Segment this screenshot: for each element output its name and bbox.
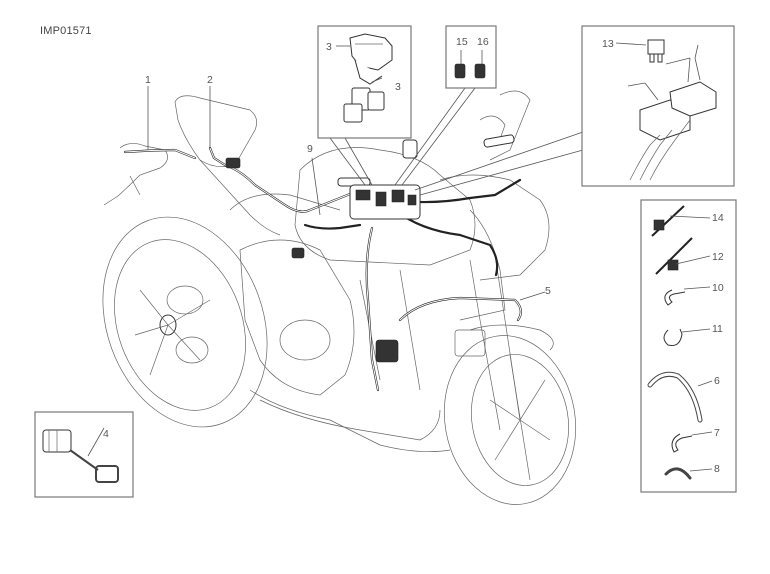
callout-3b: 3	[395, 81, 401, 93]
rear-wheel	[102, 216, 268, 428]
callout-3a: 3	[326, 41, 332, 53]
callout-8: 8	[714, 463, 720, 475]
tail-section	[103, 95, 341, 236]
front-wheel	[443, 254, 577, 505]
inset-fasteners	[640, 199, 737, 493]
inset-relay-box	[317, 25, 412, 139]
body-section	[239, 90, 550, 453]
inset-connectors	[445, 25, 497, 89]
callout-11: 11	[712, 323, 723, 335]
drawing-code: IMP01571	[40, 25, 92, 37]
main-wiring-harness	[123, 146, 522, 392]
callout-1: 1	[145, 74, 151, 86]
inset-diagnostic-cap	[34, 411, 134, 498]
callout-15: 15	[456, 36, 468, 48]
motorcycle-drawing	[102, 90, 577, 505]
handlebars	[337, 134, 515, 187]
callout-7: 7	[714, 427, 720, 439]
leader-lines	[147, 86, 584, 301]
callout-6: 6	[714, 375, 720, 387]
inset-fuse-relays	[581, 25, 735, 187]
callout-9: 9	[307, 143, 313, 155]
callout-13: 13	[602, 38, 614, 50]
callout-10: 10	[712, 282, 724, 294]
callout-14: 14	[712, 212, 724, 224]
callout-2: 2	[207, 74, 213, 86]
callout-12: 12	[712, 251, 724, 263]
callout-16: 16	[477, 36, 489, 48]
callout-labels: 1 2 3 3 4 5 6 7 8 9 10 11 12 13 14 15 16	[103, 36, 724, 475]
callout-5: 5	[545, 285, 551, 297]
callout-4: 4	[103, 428, 109, 440]
